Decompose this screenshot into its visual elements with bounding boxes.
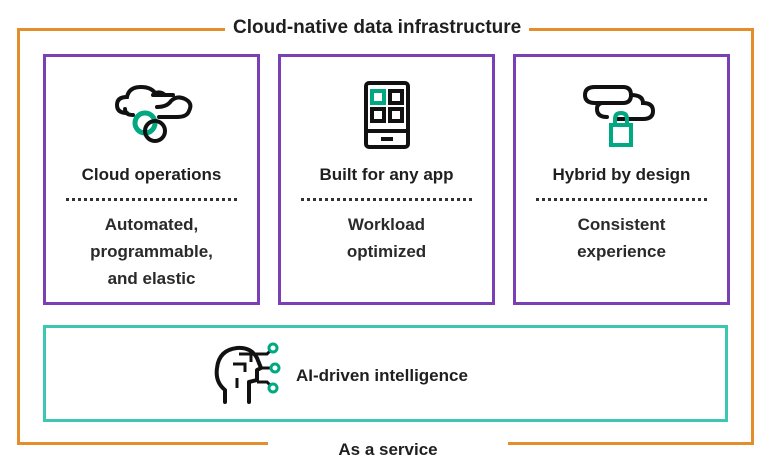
hybrid-cloud-lock-icon: [516, 81, 727, 147]
card-title: Built for any app: [319, 165, 454, 184]
card-description: Workload optimized: [346, 215, 427, 261]
dotted-divider: [66, 198, 237, 201]
ai-label: AI-driven intelligence: [296, 366, 468, 385]
diagram-title: Cloud-native data infrastructure: [225, 14, 530, 42]
dotted-divider: [301, 198, 472, 201]
card-cloud-operations: Cloud operations Automated, programmable…: [43, 54, 260, 305]
cloud-operations-icon: [46, 81, 257, 147]
ai-intelligence-box: AI-driven intelligence: [43, 325, 728, 422]
diagram-footer: As a service: [268, 436, 508, 464]
dotted-divider: [536, 198, 707, 201]
card-built-for-any-app: Built for any app Workload optimized: [278, 54, 495, 305]
card-description: Automated, programmable, and elastic: [90, 215, 213, 288]
ai-head-icon: [211, 342, 281, 413]
tablet-apps-icon: [281, 81, 492, 149]
card-title: Cloud operations: [81, 165, 222, 184]
card-description: Consistent experience: [577, 215, 666, 261]
card-title: Hybrid by design: [552, 165, 691, 184]
card-hybrid-by-design: Hybrid by design Consistent experience: [513, 54, 730, 305]
